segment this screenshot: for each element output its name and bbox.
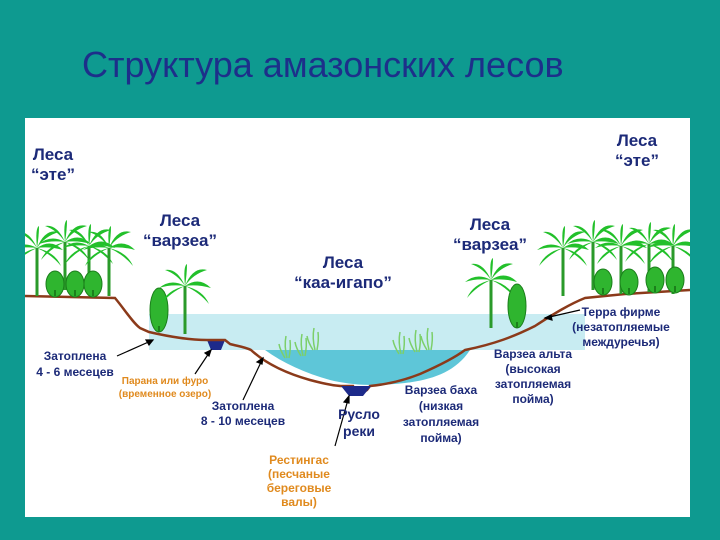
flooded-4-6-line1: Затоплена (44, 349, 107, 363)
slide-title: Структура амазонских лесов (82, 44, 564, 85)
flooded-4-6-line2: 4 - 6 месецев (36, 365, 114, 379)
riverbed-mark (341, 386, 371, 396)
forest-ete-right-line2: “эте” (615, 151, 659, 170)
riverbed-line1: Русло (338, 406, 380, 422)
terra-firme-line3: междуречья) (582, 335, 659, 349)
varzea-baha-line1: Варзеа баха (405, 383, 478, 397)
flooded-8-10-line2: 8 - 10 месецев (201, 414, 285, 428)
forest-kaa-igapo-line2: “каа-игапо” (294, 273, 392, 292)
restingas-line3: береговые (267, 481, 332, 495)
varzea-alta-line4: пойма) (512, 392, 553, 406)
restingas-line2: (песчаные (268, 467, 330, 481)
terra-firme-line2: (незатопляемые (572, 320, 670, 334)
water-lower-layer (265, 350, 470, 385)
parana-lake (207, 340, 225, 350)
diagram-panel: Леса “эте” Леса “эте” Леса “варзеа” Леса… (25, 118, 690, 517)
riverbed-line2: реки (343, 423, 375, 439)
forest-varzea-right-line1: Леса (470, 215, 511, 234)
terra-firme-line1: Терра фирме (582, 305, 661, 319)
restingas-line4: валы) (281, 495, 317, 509)
forest-varzea-right-line2: “варзеа” (453, 235, 527, 254)
amazon-forest-cross-section: Леса “эте” Леса “эте” Леса “варзеа” Леса… (25, 131, 690, 509)
restingas-line1: Рестингас (269, 453, 329, 467)
water-upper-layer (149, 314, 585, 350)
varzea-baha-line2: (низкая (419, 399, 463, 413)
varzea-alta-line3: затопляемая (495, 377, 571, 391)
varzea-alta-line2: (высокая (505, 362, 560, 376)
annotation-arrows (116, 309, 581, 447)
forest-kaa-igapo-line1: Леса (323, 253, 364, 272)
left-ete-forest (25, 218, 137, 298)
forest-ete-left-line1: Леса (33, 145, 74, 164)
parana-line1: Парана или фуро (122, 375, 209, 387)
forest-ete-left-line2: “эте” (31, 165, 75, 184)
varzea-baha-line3: затопляемая (403, 415, 479, 429)
forest-varzea-left-line2: “варзеа” (143, 231, 217, 250)
ground-profile (25, 288, 690, 396)
parana-line2: (временное озеро) (119, 389, 211, 400)
forest-ete-right-line1: Леса (617, 131, 658, 150)
right-ete-forest (535, 218, 690, 298)
flooded-8-10-line1: Затоплена (212, 399, 275, 413)
varzea-alta-line1: Варзеа альта (494, 347, 572, 361)
forest-varzea-left-line1: Леса (160, 211, 201, 230)
varzea-baha-line4: пойма) (420, 431, 461, 445)
